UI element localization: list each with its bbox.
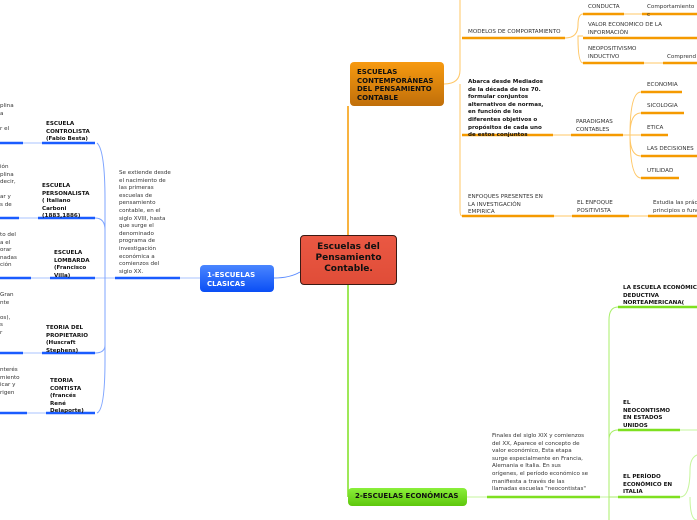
paradigm-decisiones[interactable]: LAS DECISIONES <box>647 146 694 152</box>
neopositivismo-node[interactable]: NEOPOSITIVISMO INDUCTIVO <box>588 46 637 60</box>
contemporary-connectors <box>347 0 697 235</box>
school-controlista[interactable]: ESCUELA CONTROLISTA (Fabio Besta) <box>46 121 90 143</box>
positivist-detail[interactable]: Estudia las práctic principios o func <box>653 200 697 214</box>
economic-schools-node[interactable]: 2-ESCUELAS ECONÓMICAS <box>348 488 467 506</box>
positivist-approach-node[interactable]: EL ENFOQUE POSITIVISTA <box>577 200 613 214</box>
periodo-italia-node[interactable]: EL PERÍODO ECONÓMICO EN ITALIA <box>623 474 673 496</box>
school-lombarda[interactable]: ESCUELA LOMBARDA (Francisco Villa) <box>54 250 90 279</box>
contista-detail[interactable]: nterés miento icar y rigen <box>0 367 20 396</box>
personalista-detail[interactable]: ión plina decir, ar y s de <box>0 164 16 208</box>
neocontismo-node[interactable]: EL NEOCONTISMO EN ESTADOS UNIDOS <box>623 400 671 429</box>
propietario-detail[interactable]: Gran nte os), s r <box>0 292 14 336</box>
neopositivismo-detail[interactable]: Comprend <box>667 54 697 60</box>
classic-connectors <box>0 141 301 415</box>
lombarda-detail[interactable]: to del a el orar nadas ción <box>0 232 17 269</box>
paradigm-economia[interactable]: ECONOMIA <box>647 82 678 88</box>
paradigm-etica[interactable]: ETICA <box>647 125 664 131</box>
economic-description[interactable]: Finales del siglo XIX y comienzos del XX… <box>492 433 589 493</box>
contemporary-schools-node[interactable]: ESCUELAS CONTEMPORÁNEAS DEL PENSAMIENTO … <box>350 62 444 106</box>
classic-description[interactable]: Se extiende desde el nacimiento de las p… <box>119 170 171 275</box>
approaches-node[interactable]: ENFOQUES PRESENTES EN LA INVESTIGACIÓN E… <box>468 194 543 216</box>
school-personalista[interactable]: ESCUELA PERSONALISTA ( Italiano Carboni … <box>42 183 90 220</box>
paradigms-node[interactable]: PARADIGMAS CONTABLES <box>576 119 613 133</box>
theory-propietario[interactable]: TEORIA DEL PROPIETARIO (Huscraft Stephen… <box>46 325 89 354</box>
controlista-detail[interactable]: plina a r el <box>0 103 14 132</box>
paradigms-description[interactable]: Abarca desde Mediados de la década de lo… <box>468 79 544 139</box>
paradigm-utilidad[interactable]: UTILIDAD <box>647 168 674 174</box>
classic-schools-node[interactable]: 1-ESCUELAS CLASICAS <box>200 265 274 292</box>
models-node[interactable]: MODELOS DE COMPORTAMIENTO <box>468 29 561 35</box>
conducta-detail[interactable]: Comportamiento c <box>647 4 695 18</box>
valor-economico-node[interactable]: VALOR ECONOMICO DE LA INFORMACIÓN <box>588 22 662 36</box>
conducta-node[interactable]: CONDUCTA <box>588 4 620 10</box>
central-topic[interactable]: Escuelas del Pensamiento Contable. <box>300 235 397 285</box>
escuela-deductiva-node[interactable]: LA ESCUELA ECONÓMICA DEDUCTIVA NORTEAMER… <box>623 285 697 307</box>
theory-contista[interactable]: TEORIA CONTISTA (francés René Delaporte) <box>50 378 84 415</box>
paradigm-sicologia[interactable]: SICOLOGIA <box>647 103 678 109</box>
